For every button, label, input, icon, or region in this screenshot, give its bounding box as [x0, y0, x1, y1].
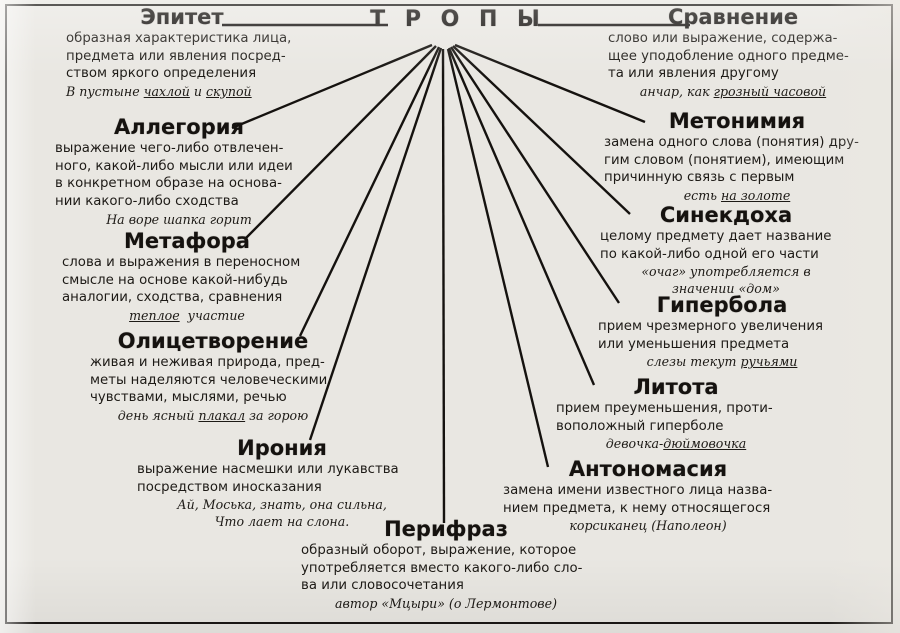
term-metonimiya: Метонимия — [668, 109, 806, 133]
definition-giperbola: прием чрезмерного увеличения или уменьше… — [598, 319, 823, 352]
term-perifraz: Перифраз — [384, 517, 508, 541]
definition-metonimiya: замена одного слова (понятия) дру- гим с… — [604, 135, 859, 186]
connector-giperbola — [449, 46, 621, 304]
node-sinekdoha[interactable]: Синекдоха целому предмету дает название … — [600, 204, 852, 297]
connector-perifraz — [441, 48, 446, 524]
node-perifraz[interactable]: Перифраз образный оборот, выражение, кот… — [301, 518, 591, 612]
definition-olicetvorenie: живая и неживая природа, пред- меты наде… — [90, 355, 328, 406]
example-sinekdoha: «очаг» употребляется в значении «дом» — [641, 264, 811, 296]
definition-antonomasiya: замена имени известного лица назва- нием… — [503, 483, 773, 516]
term-olicetvorenie: Олицетворение — [117, 329, 309, 353]
example-metonimiya: есть на золоте — [683, 188, 791, 204]
term-sravnenie: Сравнение — [667, 5, 799, 29]
connector-sinekdoha — [452, 45, 631, 215]
term-ironiya: Ирония — [237, 436, 327, 460]
term-litota: Литота — [633, 375, 719, 399]
term-antonomasiya: Антономасия — [568, 457, 728, 481]
term-giperbola: Гипербола — [656, 293, 788, 317]
example-olicetvorenie: день ясный плакал за горою — [117, 408, 309, 424]
node-olicetvorenie[interactable]: Олицетворение живая и неживая природа, п… — [90, 330, 336, 424]
definition-perifraz: образный оборот, выражение, которое упот… — [301, 543, 583, 594]
node-metonimiya[interactable]: Метонимия замена одного слова (понятия) … — [604, 110, 870, 204]
diagram-title: Т Р О П Ы — [370, 7, 546, 32]
definition-metafora: слова и выражения в переносном смысле на… — [62, 255, 301, 306]
example-epitet: В пустыне чахлой и скупой — [66, 84, 252, 100]
page-border — [5, 4, 893, 624]
connector-metafora — [245, 45, 437, 239]
node-epitet[interactable]: Эпитет образная характеристика лица, пре… — [66, 6, 298, 100]
example-antonomasiya: корсиканец (Наполеон) — [569, 518, 727, 534]
connector-litota — [447, 47, 596, 386]
node-ironiya[interactable]: Ирония выражение насмешки или лукавства … — [137, 437, 427, 530]
example-allegoriya: На воре шапка горит — [106, 211, 252, 227]
connector-metonimiya — [454, 43, 646, 124]
term-sinekdoha: Синекдоха — [659, 203, 793, 227]
example-giperbola: слезы текут ручьями — [646, 354, 798, 370]
node-allegoriya[interactable]: Аллегория выражение чего-либо отвлечен- … — [55, 116, 303, 228]
node-metafora[interactable]: Метафора слова и выражения в переносном … — [62, 230, 312, 324]
node-sravnenie[interactable]: Сравнение слово или выражение, содержа- … — [608, 6, 858, 100]
example-ironiya: Ай, Моська, знать, она сильна, Что лает … — [177, 497, 387, 529]
example-litota: девочка-дюймовочка — [605, 436, 747, 452]
term-metafora: Метафора — [124, 229, 250, 253]
term-epitet: Эпитет — [140, 5, 224, 29]
node-giperbola[interactable]: Гипербола прием чрезмерного увеличения и… — [598, 294, 846, 371]
definition-sinekdoha: целому предмету дает название по какой-л… — [600, 229, 832, 262]
definition-ironiya: выражение насмешки или лукавства посредс… — [137, 462, 399, 495]
connector-olicetvorenie — [298, 46, 441, 337]
term-allegoriya: Аллегория — [114, 115, 244, 139]
definition-sravnenie: слово или выражение, содержа- щее уподоб… — [608, 31, 849, 82]
definition-allegoriya: выражение чего-либо отвлечен- ного, како… — [55, 141, 293, 210]
connector-allegoriya — [231, 43, 433, 130]
connector-ironiya — [308, 47, 443, 441]
example-metafora: теплое участие — [129, 308, 245, 324]
definition-litota: прием преуменьшения, проти- воположный г… — [556, 401, 773, 434]
definition-epitet: образная характеристика лица, предмета и… — [66, 31, 292, 82]
connector-antonomasiya — [446, 48, 550, 468]
example-perifraz: автор «Мцыри» (о Лермонтове) — [334, 596, 557, 612]
node-litota[interactable]: Литота прием преуменьшения, проти- вопол… — [556, 376, 796, 453]
node-antonomasiya[interactable]: Антономасия замена имени известного лица… — [503, 458, 793, 535]
example-sravnenie: анчар, как грозный часовой — [639, 84, 827, 100]
